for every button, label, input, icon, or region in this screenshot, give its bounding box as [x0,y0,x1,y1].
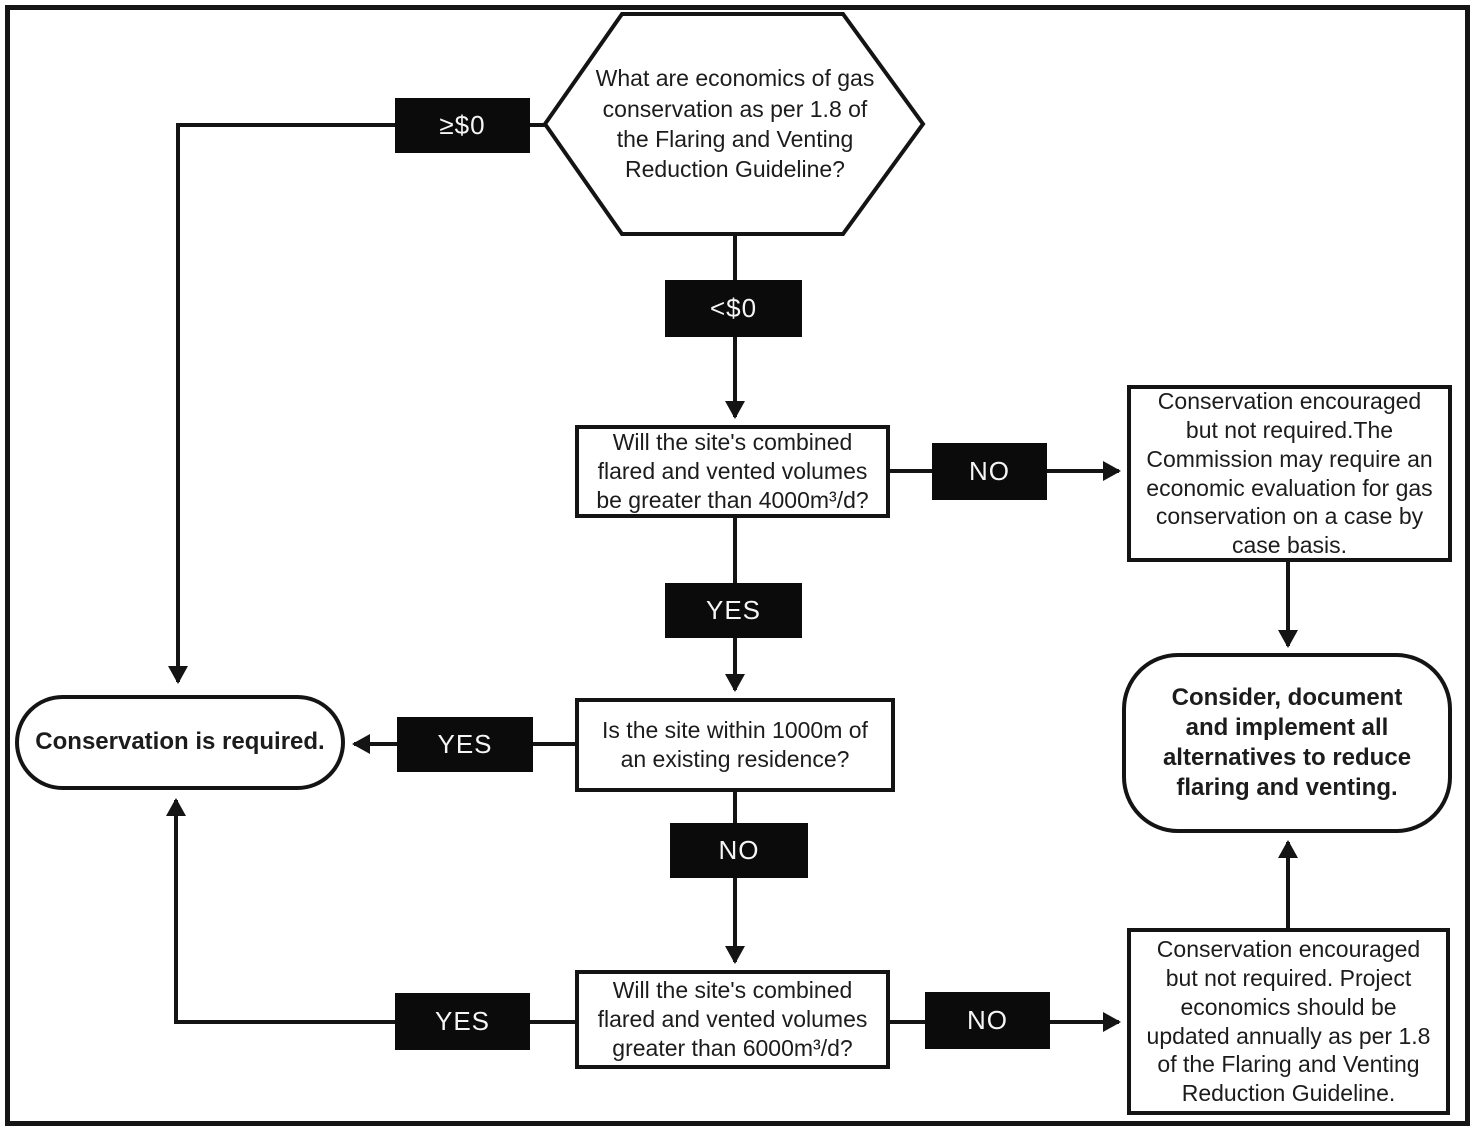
edge-label-yes-residence: YES [397,717,533,772]
hexagon-shape [542,12,926,236]
connector-gte-zero [168,123,545,684]
node-consider-alternatives: Consider, document and implement all alt… [1122,653,1452,833]
node-annual-update: Conservation encouraged but not required… [1127,928,1450,1115]
edge-label-yes-4000: YES [665,583,802,638]
outer-border [5,5,1470,1126]
node-decision-4000: Will the site's combined flared and vent… [575,425,890,518]
edge-label-yes-6000: YES [395,993,530,1050]
edge-label-no-4000: NO [932,443,1047,500]
node-decision-residence: Is the site within 1000m of an existing … [575,698,895,792]
node-conservation-required: Conservation is required. [15,695,345,790]
node-case-by-case: Conservation encouraged but not required… [1127,385,1452,562]
connector-yes-6000 [166,798,575,1024]
edge-label-gte-zero: ≥$0 [395,98,530,153]
edge-label-no-6000: NO [925,992,1050,1049]
edge-label-no-residence: NO [670,823,808,878]
node-start-economics: What are economics of gas conservation a… [595,65,875,183]
edge-label-lt-zero: <$0 [665,280,802,337]
node-decision-6000: Will the site's combined flared and vent… [575,970,890,1069]
